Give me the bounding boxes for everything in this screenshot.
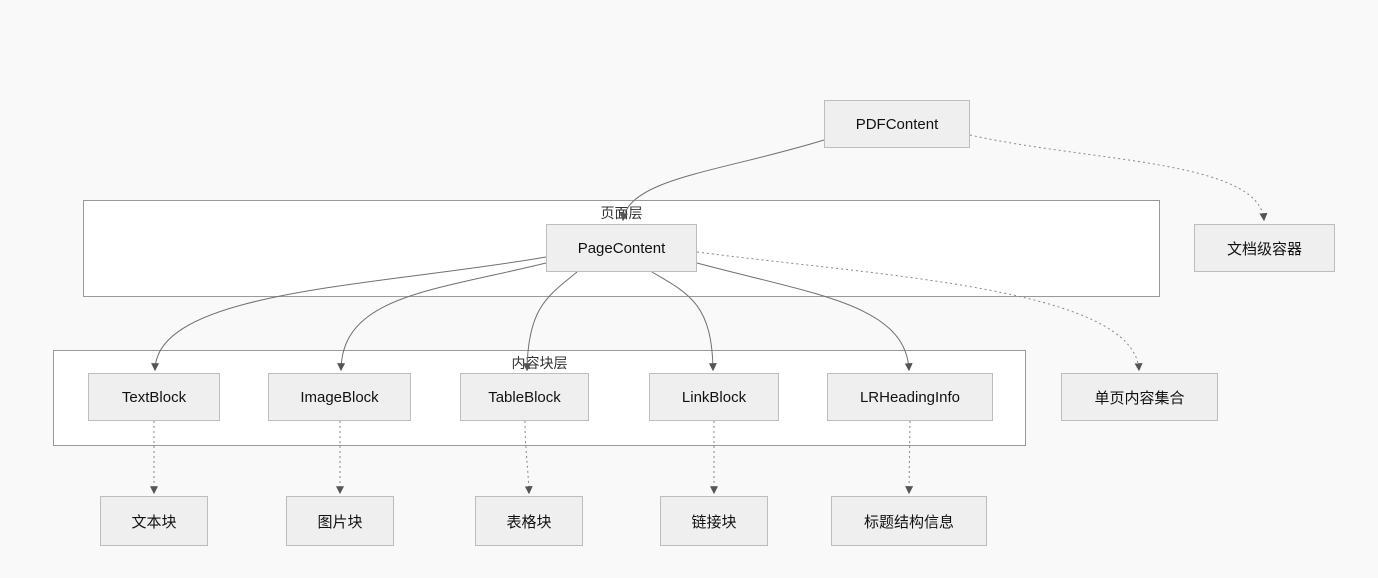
node-pagecontent: PageContent <box>546 224 697 272</box>
node-pdfcontent: PDFContent <box>824 100 970 148</box>
node-linkblock: LinkBlock <box>649 373 779 421</box>
node-link-block-cn: 链接块 <box>660 496 768 546</box>
node-lrheadinginfo: LRHeadingInfo <box>827 373 993 421</box>
node-heading-info-cn: 标题结构信息 <box>831 496 987 546</box>
container-label-content-block-layer: 内容块层 <box>511 355 568 371</box>
node-page-collection: 单页内容集合 <box>1061 373 1218 421</box>
node-imageblock: ImageBlock <box>268 373 411 421</box>
node-text-block-cn: 文本块 <box>100 496 208 546</box>
node-table-block-cn: 表格块 <box>475 496 583 546</box>
node-tableblock: TableBlock <box>460 373 589 421</box>
container-label-page-layer: 页面层 <box>600 205 643 221</box>
node-image-block-cn: 图片块 <box>286 496 394 546</box>
node-doc-container: 文档级容器 <box>1194 224 1335 272</box>
node-textblock: TextBlock <box>88 373 220 421</box>
